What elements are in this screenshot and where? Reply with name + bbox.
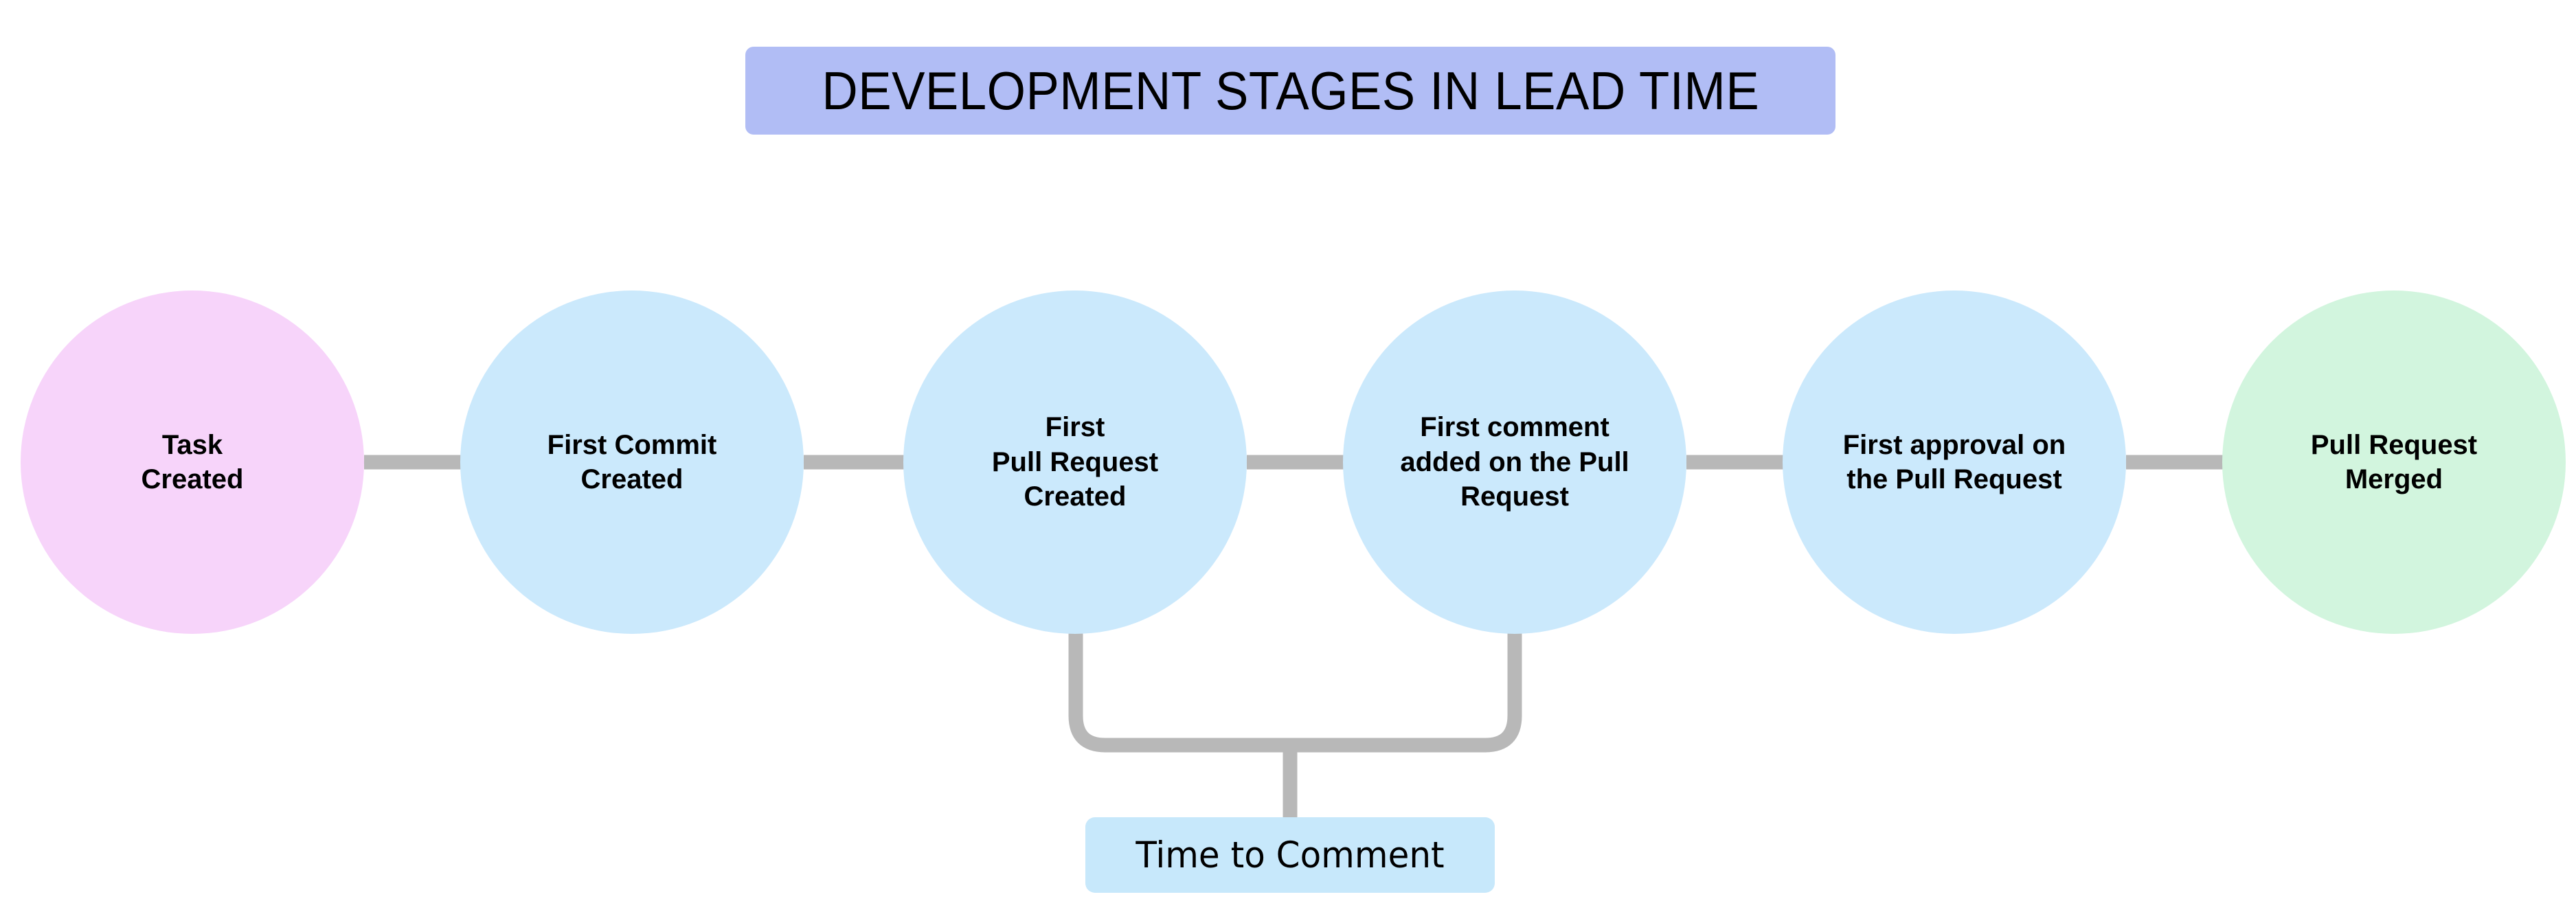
- stage-node-pull-request-merged[interactable]: Pull Request Merged: [2222, 290, 2566, 634]
- stage-node-first-approval-on-the-pull-request[interactable]: First approval on the Pull Request: [1783, 290, 2126, 634]
- stage-label: First comment added on the Pull Request: [1400, 412, 1629, 512]
- stage-node-first-commit-created[interactable]: First Commit Created: [460, 290, 804, 634]
- time-to-comment-brace: [1068, 626, 1522, 753]
- stage-label: First Commit Created: [547, 429, 717, 494]
- diagram-title-banner: DEVELOPMENT STAGES IN LEAD TIME: [745, 47, 1835, 135]
- annotation-time-to-comment[interactable]: Time to Comment: [1085, 817, 1495, 893]
- stage-label: First Pull Request Created: [991, 412, 1159, 512]
- page-title: DEVELOPMENT STAGES IN LEAD TIME: [822, 60, 1759, 121]
- stage-node-first-pull-request-created[interactable]: First Pull Request Created: [903, 290, 1247, 634]
- stage-label: Pull Request Merged: [2310, 429, 2478, 494]
- stage-node-first-comment-added-on-the-pull-request[interactable]: First comment added on the Pull Request: [1343, 290, 1686, 634]
- stage-label: First approval on the Pull Request: [1842, 429, 2066, 494]
- stage-node-task-created[interactable]: Task Created: [21, 290, 364, 634]
- stage-label: Task Created: [141, 429, 244, 494]
- annotation-label: Time to Comment: [1136, 834, 1445, 876]
